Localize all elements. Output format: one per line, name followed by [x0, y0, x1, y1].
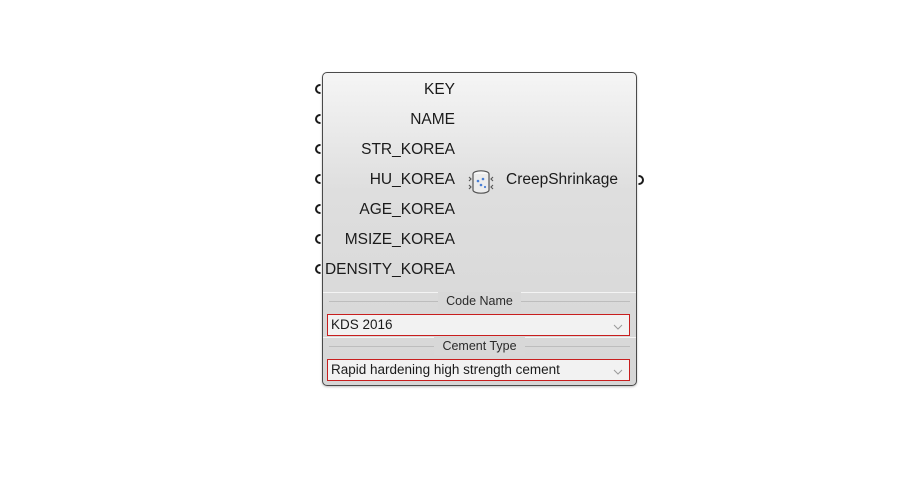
input-grip-msize-korea[interactable]	[315, 234, 321, 244]
cement-type-dropdown[interactable]: Rapid hardening high strength cement	[327, 359, 630, 381]
chevron-down-icon	[613, 319, 623, 330]
input-row-msize-korea[interactable]: MSIZE_KOREA	[315, 225, 463, 255]
input-row-str-korea[interactable]: STR_KOREA	[315, 135, 463, 165]
code-name-header: Code Name	[323, 292, 636, 310]
input-grip-key[interactable]	[315, 84, 321, 94]
input-row-density-korea[interactable]: DENSITY_KOREA	[315, 255, 463, 285]
input-row-age-korea[interactable]: AGE_KOREA	[315, 195, 463, 225]
material-cylinder-icon	[467, 168, 495, 196]
code-name-selected-value: KDS 2016	[331, 317, 393, 332]
code-name-dropdown[interactable]: KDS 2016	[327, 314, 630, 336]
input-row-name[interactable]: NAME	[315, 105, 463, 135]
input-label-age-korea: AGE_KOREA	[359, 201, 455, 218]
cement-type-header: Cement Type	[323, 337, 636, 355]
input-label-name: NAME	[410, 111, 455, 128]
input-label-msize-korea: MSIZE_KOREA	[344, 231, 455, 248]
input-grip-str-korea[interactable]	[315, 144, 321, 154]
output-grip-creep-shrinkage[interactable]	[638, 175, 644, 185]
input-grip-density-korea[interactable]	[315, 264, 321, 274]
input-grip-hu-korea[interactable]	[315, 174, 321, 184]
input-grip-age-korea[interactable]	[315, 204, 321, 214]
creep-shrinkage-component[interactable]: KEY NAME STR_KOREA HU_KOREA AGE_KOREA MS…	[315, 72, 644, 386]
input-parameters: KEY NAME STR_KOREA HU_KOREA AGE_KOREA MS…	[315, 75, 463, 285]
input-label-density-korea: DENSITY_KOREA	[324, 261, 455, 278]
cement-type-title: Cement Type	[434, 337, 525, 355]
cement-type-section: Cement Type Rapid hardening high strengt…	[323, 337, 636, 381]
input-row-key[interactable]: KEY	[315, 75, 463, 105]
cement-type-selected-value: Rapid hardening high strength cement	[331, 362, 560, 377]
input-label-str-korea: STR_KOREA	[361, 141, 455, 158]
code-name-section: Code Name KDS 2016	[323, 292, 636, 336]
input-grip-name[interactable]	[315, 114, 321, 124]
code-name-title: Code Name	[438, 292, 521, 310]
chevron-down-icon	[613, 364, 623, 375]
input-row-hu-korea[interactable]: HU_KOREA	[315, 165, 463, 195]
output-label-creep-shrinkage: CreepShrinkage	[506, 171, 619, 188]
input-label-hu-korea: HU_KOREA	[369, 171, 455, 188]
input-label-key: KEY	[423, 81, 455, 98]
